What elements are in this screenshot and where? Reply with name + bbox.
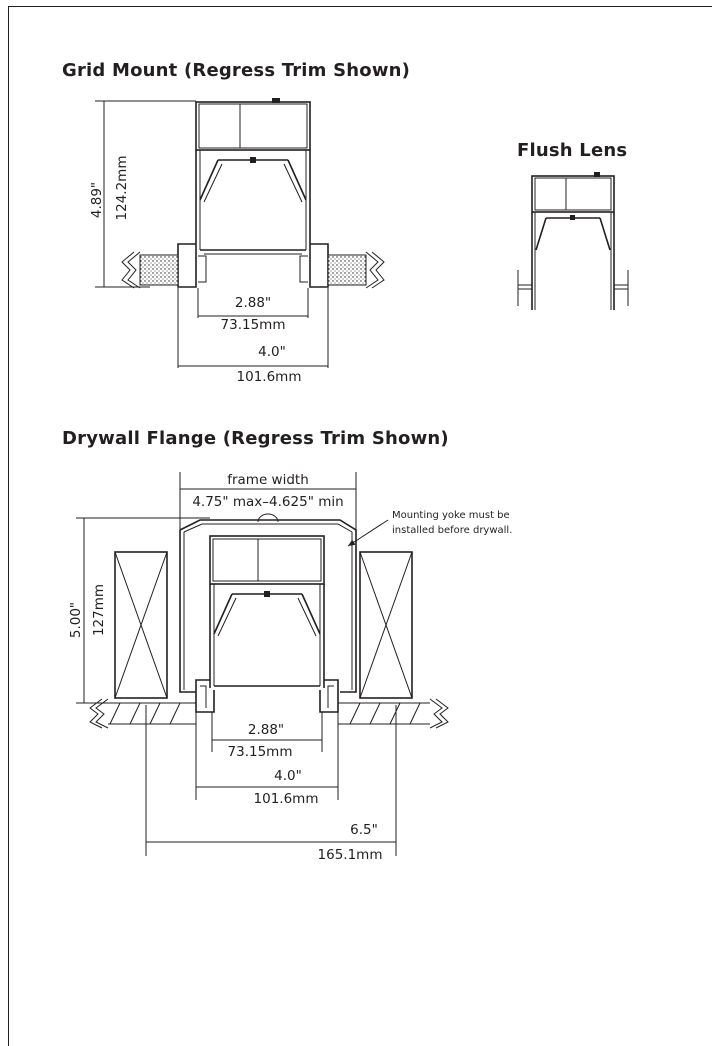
grid-mount-drawing [95, 98, 385, 368]
drywall-overall-in-label: 6.5" [350, 822, 378, 838]
grid-height-mm-label: 124.2mm [114, 156, 130, 221]
drywall-flange-drawing [76, 472, 449, 856]
drywall-aperture-mm-label: 73.15mm [228, 744, 293, 760]
grid-width-mm-label: 101.6mm [237, 369, 302, 385]
yoke-note-line1: Mounting yoke must be [392, 510, 510, 521]
drywall-width-mm-label: 101.6mm [254, 791, 319, 807]
grid-height-in-label: 4.89" [89, 182, 105, 218]
drywall-flange-title: Drywall Flange (Regress Trim Shown) [62, 428, 449, 449]
drywall-overall-mm-label: 165.1mm [318, 847, 383, 863]
grid-mount-title: Grid Mount (Regress Trim Shown) [62, 60, 411, 81]
yoke-note-line2: installed before drywall. [392, 525, 512, 536]
grid-aperture-mm-label: 73.15mm [221, 317, 286, 333]
frame-width-range-label: 4.75" max–4.625" min [192, 494, 343, 510]
grid-aperture-in-label: 2.88" [235, 295, 271, 311]
flush-lens-drawing [517, 172, 629, 310]
grid-width-in-label: 4.0" [258, 344, 286, 360]
drywall-height-in-label: 5.00" [68, 602, 84, 638]
drywall-aperture-in-label: 2.88" [248, 722, 284, 738]
drywall-width-in-label: 4.0" [274, 768, 302, 784]
flush-lens-title: Flush Lens [517, 140, 628, 161]
drywall-height-mm-label: 127mm [91, 584, 107, 636]
grid-housing-top [195, 101, 311, 151]
frame-width-label: frame width [227, 472, 309, 488]
drawing-sheet-border [8, 6, 712, 1046]
